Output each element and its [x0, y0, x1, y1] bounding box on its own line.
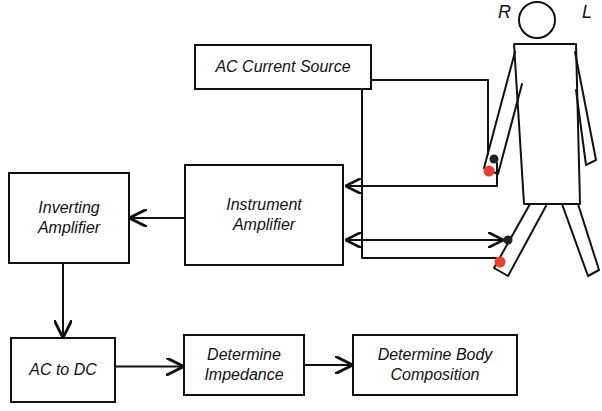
source-wire	[362, 90, 496, 258]
electrode	[490, 155, 499, 164]
box-label: Instrument Amplifier	[194, 195, 334, 235]
head	[519, 2, 555, 38]
box-label: AC Current Source	[215, 57, 350, 77]
flow-arrow	[131, 217, 184, 219]
electrode	[495, 257, 506, 268]
box-label: AC to DC	[29, 360, 97, 380]
process-box: Determine Body Composition	[352, 334, 518, 396]
right-arm	[484, 52, 522, 174]
sense-wire	[347, 239, 502, 241]
process-box: Instrument Amplifier	[184, 164, 344, 266]
left-leg	[562, 204, 599, 276]
side-label: L	[582, 2, 592, 23]
box-label: Determine Impedance	[193, 345, 295, 385]
source-wire	[372, 80, 488, 154]
torso	[514, 44, 580, 204]
process-box: Inverting Amplifier	[8, 172, 130, 264]
electrode	[504, 236, 513, 245]
process-box: AC Current Source	[194, 44, 372, 90]
side-label: R	[498, 2, 511, 23]
flow-arrow	[305, 364, 351, 366]
box-label: Determine Body Composition	[362, 345, 508, 385]
box-label: Inverting Amplifier	[18, 198, 120, 238]
process-box: AC to DC	[10, 337, 116, 403]
flow-arrow	[62, 264, 64, 336]
left-arm	[575, 52, 596, 165]
sense-wire	[347, 163, 497, 186]
flow-arrow	[116, 366, 182, 368]
electrode	[484, 166, 495, 177]
process-box: Determine Impedance	[183, 334, 305, 396]
